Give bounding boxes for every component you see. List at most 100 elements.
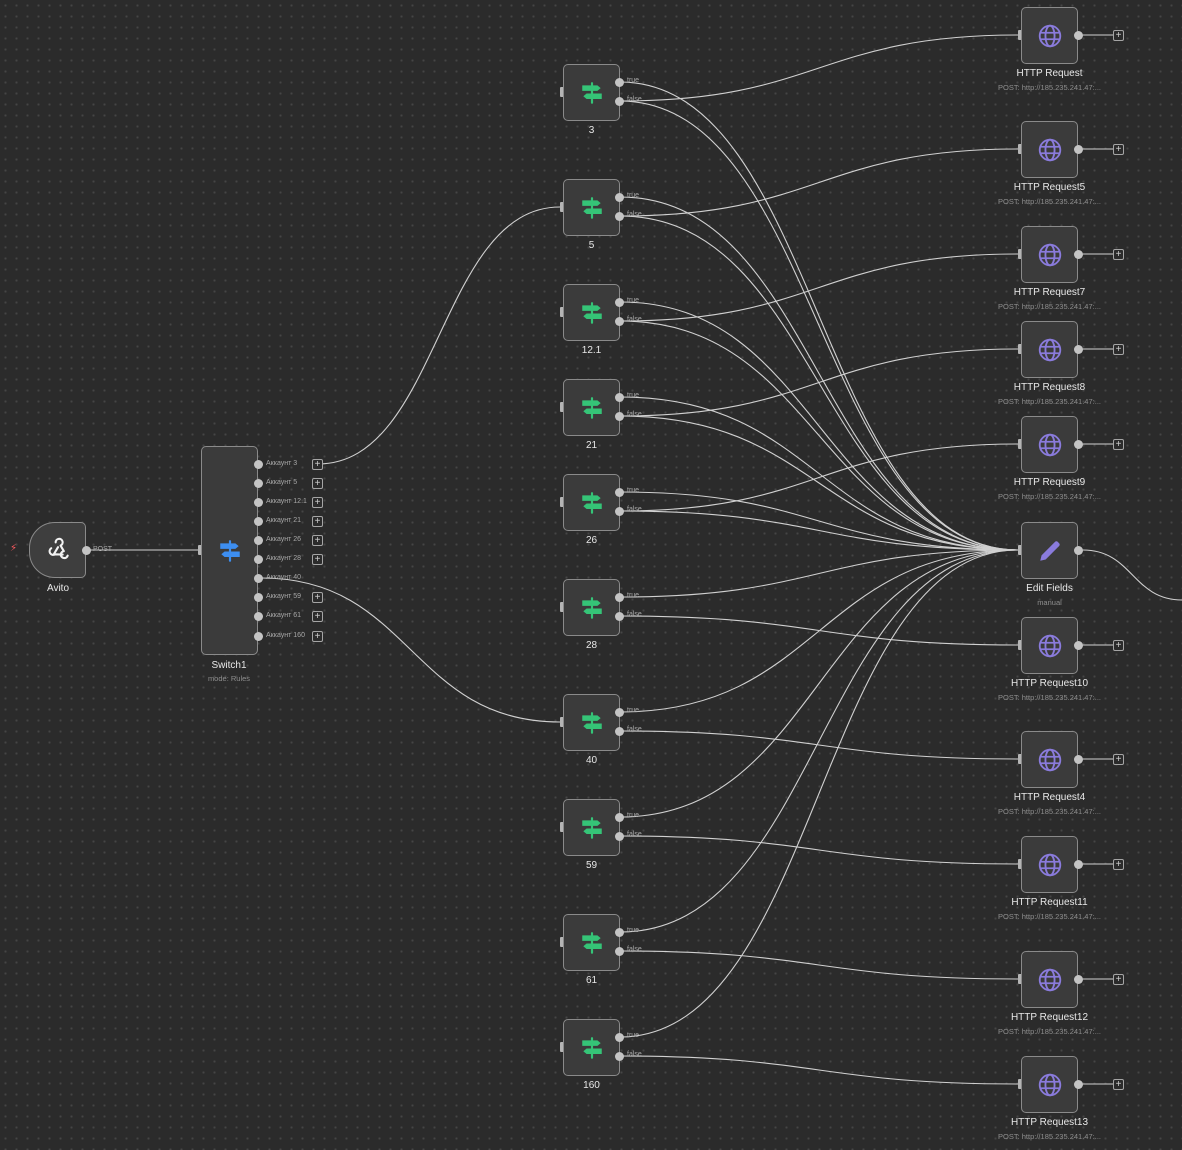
node-input-port[interactable] xyxy=(1018,30,1023,40)
if-node[interactable] xyxy=(563,379,620,436)
edge-true-to-edit-fields[interactable] xyxy=(619,396,1019,551)
add-connection-button[interactable]: + xyxy=(312,554,323,565)
if-false-port[interactable] xyxy=(615,317,624,326)
edge-true-to-edit-fields[interactable] xyxy=(619,549,1019,713)
if-true-port[interactable] xyxy=(615,488,624,497)
switch-output-port[interactable] xyxy=(254,479,263,488)
if-input-port[interactable] xyxy=(560,497,565,507)
if-true-port[interactable] xyxy=(615,1033,624,1042)
if-false-port[interactable] xyxy=(615,947,624,956)
node-input-port[interactable] xyxy=(1018,754,1023,764)
node-input-port[interactable] xyxy=(1018,439,1023,449)
if-node[interactable] xyxy=(563,1019,620,1076)
if-input-port[interactable] xyxy=(560,1042,565,1052)
node-input-port[interactable] xyxy=(1018,640,1023,650)
node-output-port[interactable] xyxy=(1074,860,1083,869)
add-connection-button[interactable]: + xyxy=(1113,640,1124,651)
if-true-port[interactable] xyxy=(615,708,624,717)
if-false-port[interactable] xyxy=(615,612,624,621)
node-output-port[interactable] xyxy=(1074,975,1083,984)
if-true-port[interactable] xyxy=(615,298,624,307)
if-input-port[interactable] xyxy=(560,717,565,727)
switch-output-port[interactable] xyxy=(254,574,263,583)
if-true-port[interactable] xyxy=(615,78,624,87)
webhook-node-avito[interactable] xyxy=(29,522,86,578)
add-connection-button[interactable]: + xyxy=(1113,1079,1124,1090)
node-output-port[interactable] xyxy=(1074,755,1083,764)
edge-false-to-http-request[interactable] xyxy=(619,1055,1019,1085)
edge-false-to-http-request[interactable] xyxy=(619,950,1019,980)
edge-switch-if-40[interactable] xyxy=(261,577,561,723)
http-request-node[interactable] xyxy=(1021,121,1078,178)
if-false-port[interactable] xyxy=(615,412,624,421)
avito-output-port[interactable] xyxy=(82,546,91,555)
add-connection-button[interactable]: + xyxy=(1113,439,1124,450)
add-connection-button[interactable]: + xyxy=(312,459,323,470)
node-input-port[interactable] xyxy=(1018,249,1023,259)
http-request-node[interactable] xyxy=(1021,226,1078,283)
edge-true-to-edit-fields[interactable] xyxy=(619,549,1019,598)
if-node[interactable] xyxy=(563,914,620,971)
http-request-node[interactable] xyxy=(1021,1056,1078,1113)
edge-false-to-http-request[interactable] xyxy=(619,348,1019,417)
node-input-port[interactable] xyxy=(1018,974,1023,984)
add-connection-button[interactable]: + xyxy=(312,535,323,546)
node-input-port[interactable] xyxy=(1018,144,1023,154)
node-output-port[interactable] xyxy=(1074,440,1083,449)
if-node[interactable] xyxy=(563,474,620,531)
switch-output-port[interactable] xyxy=(254,498,263,507)
node-output-port[interactable] xyxy=(1074,1080,1083,1089)
edge-true-to-edit-fields[interactable] xyxy=(619,491,1019,551)
if-false-port[interactable] xyxy=(615,727,624,736)
if-true-port[interactable] xyxy=(615,393,624,402)
if-false-port[interactable] xyxy=(615,212,624,221)
edge-false-to-http-request[interactable] xyxy=(619,148,1019,217)
if-node[interactable] xyxy=(563,579,620,636)
if-input-port[interactable] xyxy=(560,307,565,317)
add-connection-button[interactable]: + xyxy=(1113,144,1124,155)
add-connection-button[interactable]: + xyxy=(1113,30,1124,41)
node-input-port[interactable] xyxy=(1018,344,1023,354)
if-node[interactable] xyxy=(563,694,620,751)
add-connection-button[interactable]: + xyxy=(312,631,323,642)
if-node[interactable] xyxy=(563,64,620,121)
switch-output-port[interactable] xyxy=(254,536,263,545)
edge-false-to-edit-fields[interactable] xyxy=(619,320,1019,551)
switch-output-port[interactable] xyxy=(254,460,263,469)
node-output-port[interactable] xyxy=(1074,546,1083,555)
edge-false-to-http-request[interactable] xyxy=(619,253,1019,322)
edge-true-to-edit-fields[interactable] xyxy=(619,301,1019,551)
edge-false-to-http-request[interactable] xyxy=(619,835,1019,865)
edge-false-to-edit-fields[interactable] xyxy=(619,510,1019,551)
if-false-port[interactable] xyxy=(615,1052,624,1061)
add-connection-button[interactable]: + xyxy=(312,516,323,527)
if-input-port[interactable] xyxy=(560,202,565,212)
add-connection-button[interactable]: + xyxy=(1113,249,1124,260)
http-request-node[interactable] xyxy=(1021,7,1078,64)
node-output-port[interactable] xyxy=(1074,31,1083,40)
edit-fields-node[interactable] xyxy=(1021,522,1078,579)
if-true-port[interactable] xyxy=(615,928,624,937)
if-input-port[interactable] xyxy=(560,87,565,97)
add-connection-button[interactable]: + xyxy=(1113,859,1124,870)
edge-false-to-http-request[interactable] xyxy=(619,443,1019,512)
switch-output-port[interactable] xyxy=(254,612,263,621)
if-true-port[interactable] xyxy=(615,193,624,202)
node-output-port[interactable] xyxy=(1074,345,1083,354)
node-output-port[interactable] xyxy=(1074,250,1083,259)
add-connection-button[interactable]: + xyxy=(1113,344,1124,355)
if-true-port[interactable] xyxy=(615,593,624,602)
if-true-port[interactable] xyxy=(615,813,624,822)
edge-false-to-http-request[interactable] xyxy=(619,34,1019,102)
if-input-port[interactable] xyxy=(560,822,565,832)
edge-true-to-edit-fields[interactable] xyxy=(619,81,1019,551)
edge-false-to-edit-fields[interactable] xyxy=(619,415,1019,551)
if-node[interactable] xyxy=(563,179,620,236)
edge-true-to-edit-fields[interactable] xyxy=(619,549,1019,1038)
switch-output-port[interactable] xyxy=(254,593,263,602)
edge-false-to-http-request[interactable] xyxy=(619,730,1019,760)
http-request-node[interactable] xyxy=(1021,836,1078,893)
edge-false-to-edit-fields[interactable] xyxy=(619,100,1019,551)
http-request-node[interactable] xyxy=(1021,731,1078,788)
add-connection-button[interactable]: + xyxy=(312,611,323,622)
